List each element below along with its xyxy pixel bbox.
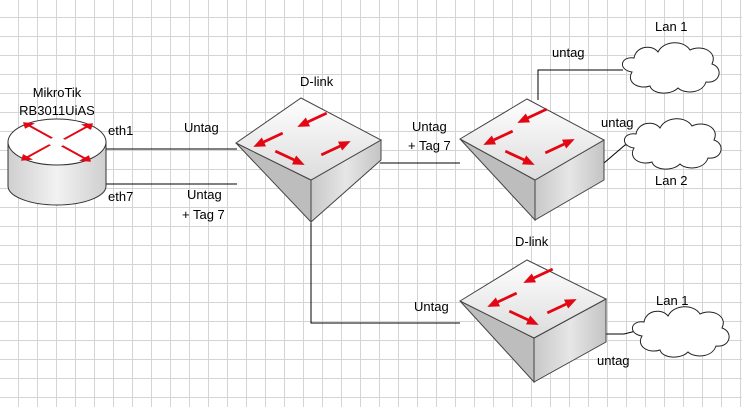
switch-3-label: D-link	[515, 234, 549, 249]
cloud-bottom-link-label: untag	[597, 353, 630, 368]
link-switch1-switch3	[310, 222, 460, 324]
cloud-top-label: Lan 1	[655, 19, 688, 34]
switch-2-icon	[458, 98, 606, 222]
router-port-eth7: eth7	[108, 189, 133, 204]
cloud-mid-link-label: untag	[601, 115, 634, 130]
switch-3-icon	[458, 259, 608, 384]
link-label-tag7-bottom: + Tag 7	[182, 207, 225, 222]
cloud-mid-icon	[624, 118, 722, 170]
cloud-bottom-label: Lan 1	[656, 293, 689, 308]
router-port-eth1: eth1	[108, 123, 133, 138]
router-name-line2: RB3011UiAS	[19, 103, 95, 118]
router-name-line1: MikroTik	[33, 85, 82, 100]
labels: MikroTik RB3011UiAS eth1 eth7 Untag Unta…	[19, 19, 688, 368]
link-label-untag-bottom: Untag	[187, 187, 222, 202]
router-icon	[7, 118, 107, 206]
connection-lines	[105, 69, 672, 335]
switch-1-label: D-link	[300, 74, 334, 89]
switch-1-icon	[235, 97, 383, 224]
link-label-untag-lower: Untag	[414, 299, 449, 314]
link-label-tag7-mid: + Tag 7	[408, 138, 451, 153]
link-label-untag-mid: Untag	[412, 119, 447, 134]
cloud-bottom-icon	[632, 306, 730, 358]
cloud-top-icon	[622, 42, 720, 94]
link-label-untag-top: Untag	[184, 120, 219, 135]
cloud-top-link-label: untag	[552, 45, 585, 60]
cloud-mid-label: Lan 2	[655, 173, 688, 188]
link-switch2-cloud-top	[537, 69, 623, 100]
